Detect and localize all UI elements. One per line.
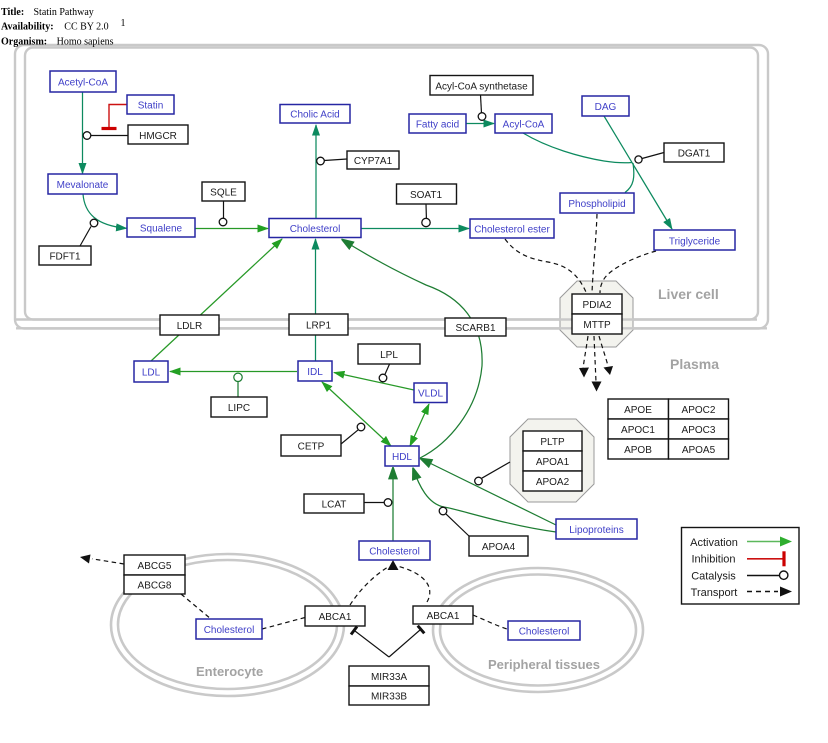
svg-text:Title:: Title: (1, 7, 24, 18)
svg-text:Cholesterol: Cholesterol (519, 627, 570, 638)
svg-text:Organism:: Organism: (1, 36, 47, 47)
svg-text:CYP7A1: CYP7A1 (354, 156, 393, 167)
svg-text:Plasma: Plasma (670, 356, 719, 372)
svg-text:PLTP: PLTP (540, 437, 565, 448)
svg-text:Cholesterol: Cholesterol (290, 224, 341, 235)
svg-text:Inhibition: Inhibition (691, 554, 735, 566)
svg-text:CETP: CETP (298, 442, 325, 453)
svg-text:Cholesterol: Cholesterol (204, 625, 255, 636)
svg-text:LIPC: LIPC (228, 403, 250, 414)
svg-text:Acyl-CoA: Acyl-CoA (503, 120, 545, 131)
svg-text:Homo sapiens: Homo sapiens (57, 36, 114, 47)
svg-text:LCAT: LCAT (322, 500, 347, 511)
svg-text:FDFT1: FDFT1 (49, 252, 81, 263)
svg-text:Lipoproteins: Lipoproteins (569, 525, 623, 536)
svg-text:Triglyceride: Triglyceride (669, 237, 721, 248)
svg-text:LPL: LPL (380, 350, 398, 361)
svg-text:LDL: LDL (142, 368, 161, 379)
svg-text:APOC2: APOC2 (682, 405, 716, 416)
svg-text:ABCA1: ABCA1 (427, 611, 460, 622)
svg-text:Enterocyte: Enterocyte (196, 664, 263, 679)
svg-text:VLDL: VLDL (418, 389, 443, 400)
svg-text:APOC3: APOC3 (682, 425, 716, 436)
svg-text:Availability:: Availability: (1, 22, 54, 33)
svg-text:APOC1: APOC1 (621, 425, 655, 436)
svg-text:ABCG5: ABCG5 (138, 561, 172, 572)
svg-text:Transport: Transport (691, 587, 738, 599)
svg-text:Catalysis: Catalysis (691, 571, 736, 583)
svg-text:APOA1: APOA1 (536, 457, 570, 468)
svg-text:Statin: Statin (138, 101, 164, 112)
svg-text:Cholesterol: Cholesterol (369, 547, 420, 558)
svg-text:CC BY 2.0: CC BY 2.0 (64, 22, 108, 33)
svg-text:Mevalonate: Mevalonate (57, 180, 109, 191)
svg-text:ABCG8: ABCG8 (138, 581, 172, 592)
svg-text:APOE: APOE (624, 405, 652, 416)
svg-text:APOA2: APOA2 (536, 477, 570, 488)
svg-text:Cholic Acid: Cholic Acid (290, 110, 339, 121)
svg-text:1: 1 (121, 18, 126, 29)
svg-text:APOA5: APOA5 (682, 445, 716, 456)
svg-text:Liver cell: Liver cell (658, 286, 719, 302)
svg-text:SQLE: SQLE (210, 188, 237, 199)
svg-text:Acetyl-CoA: Acetyl-CoA (58, 78, 108, 89)
svg-text:IDL: IDL (307, 367, 323, 378)
svg-text:LRP1: LRP1 (306, 321, 331, 332)
svg-text:Peripheral tissues: Peripheral tissues (488, 657, 600, 672)
svg-text:MIR33B: MIR33B (371, 692, 407, 703)
svg-text:Squalene: Squalene (140, 224, 183, 235)
svg-text:Activation: Activation (690, 537, 738, 549)
svg-text:PDIA2: PDIA2 (583, 300, 612, 311)
svg-text:MTTP: MTTP (583, 320, 611, 331)
svg-text:Fatty acid: Fatty acid (416, 120, 459, 131)
svg-text:ABCA1: ABCA1 (319, 612, 352, 623)
svg-text:Cholesterol ester: Cholesterol ester (474, 225, 550, 236)
svg-text:MIR33A: MIR33A (371, 672, 407, 683)
svg-text:SCARB1: SCARB1 (455, 323, 495, 334)
svg-text:HDL: HDL (392, 452, 412, 463)
svg-text:DAG: DAG (595, 102, 617, 113)
svg-text:DGAT1: DGAT1 (678, 149, 711, 160)
svg-text:SOAT1: SOAT1 (410, 190, 442, 201)
svg-text:LDLR: LDLR (177, 321, 203, 332)
svg-text:Statin Pathway: Statin Pathway (34, 7, 94, 18)
svg-text:APOB: APOB (624, 445, 652, 456)
svg-text:Acyl-CoA synthetase: Acyl-CoA synthetase (435, 82, 528, 93)
svg-text:Phospholipid: Phospholipid (568, 199, 625, 210)
svg-text:HMGCR: HMGCR (139, 131, 177, 142)
svg-text:APOA4: APOA4 (482, 542, 516, 553)
